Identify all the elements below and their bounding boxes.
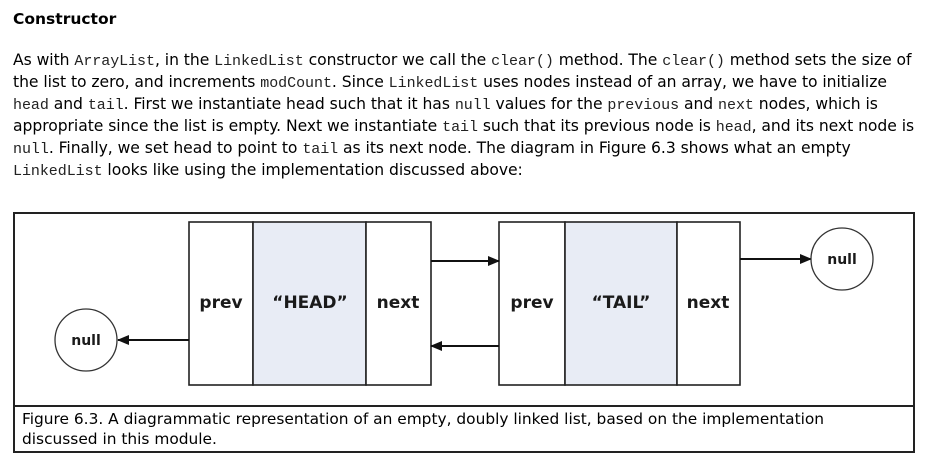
inline-code: tail	[302, 141, 339, 158]
null-right: null	[810, 227, 874, 291]
inline-code: tail	[87, 97, 124, 114]
text-run: nodes, which is appropriate since the li…	[13, 95, 878, 135]
tail-data-cell	[564, 221, 678, 386]
head-next-label: next	[377, 293, 420, 313]
head-data-cell	[252, 221, 367, 386]
null-left-label: null	[71, 333, 101, 349]
head-next-cell	[365, 221, 432, 386]
null-left-circle	[54, 308, 118, 372]
text-run: and	[48, 95, 88, 113]
head-node: prev “HEAD” next	[188, 221, 432, 386]
text-run: such that its previous node is	[477, 117, 716, 135]
inline-code: previous	[607, 97, 680, 114]
inline-code: head	[715, 119, 752, 136]
text-run: . Since	[331, 73, 389, 91]
text-run: values for the	[490, 95, 608, 113]
inline-code: clear()	[662, 53, 725, 70]
inline-code: LinkedList	[214, 53, 304, 70]
text-run: , in the	[154, 51, 215, 69]
null-left: null	[54, 308, 118, 372]
text-run: as its next node. The diagram in Figure …	[338, 139, 851, 157]
text-run: . Finally, we set head to point to	[48, 139, 303, 157]
inline-code: next	[718, 97, 754, 114]
inline-code: tail	[442, 119, 478, 136]
linked-list-diagram: prev “HEAD” next prev “TAIL” next null n…	[54, 221, 874, 386]
text-run: method sets the size of the list to zero…	[13, 51, 912, 91]
text-run: . First we instantiate head such that it…	[123, 95, 455, 113]
figure-caption: Figure 6.3. A diagrammatic representatio…	[13, 405, 915, 453]
head-prev-label: prev	[199, 293, 242, 313]
text-run: and	[679, 95, 719, 113]
inline-code: modCount	[260, 75, 332, 92]
figure-frame: prev “HEAD” next prev “TAIL” next null n…	[13, 212, 915, 407]
text-run: constructor we call the	[303, 51, 492, 69]
head-data-label: “HEAD”	[272, 293, 347, 313]
section-heading: Constructor	[13, 10, 117, 28]
body-paragraph: As with ArrayList, in the LinkedList con…	[13, 50, 923, 182]
text-run: , and its next node is	[751, 117, 915, 135]
inline-code: LinkedList	[13, 163, 103, 180]
inline-code: ArrayList	[74, 53, 155, 70]
inline-code: clear()	[491, 53, 554, 70]
text-run: uses nodes instead of an array, we have …	[478, 73, 887, 91]
text-run: looks like using the implementation disc…	[102, 161, 523, 179]
null-right-label: null	[827, 252, 857, 268]
tail-data-label: “TAIL”	[592, 293, 651, 313]
text-run: method. The	[553, 51, 663, 69]
inline-code: null	[454, 97, 491, 114]
inline-code: head	[13, 97, 49, 114]
null-right-circle	[810, 227, 874, 291]
inline-code: null	[13, 141, 49, 158]
text-run: As with	[13, 51, 75, 69]
inline-code: LinkedList	[388, 75, 479, 92]
tail-prev-label: prev	[510, 293, 553, 313]
tail-next-label: next	[687, 293, 730, 313]
tail-node: prev “TAIL” next	[498, 221, 741, 386]
tail-next-cell	[676, 221, 741, 386]
